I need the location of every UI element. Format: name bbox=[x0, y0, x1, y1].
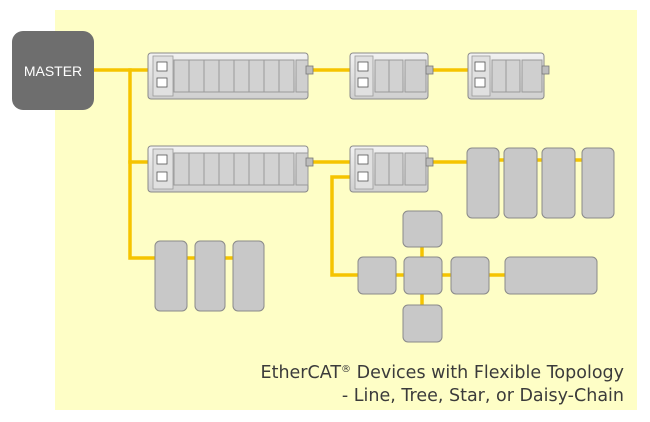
diagram-caption: EtherCAT® Devices with Flexible Topology… bbox=[218, 362, 624, 408]
io-terminal bbox=[263, 59, 280, 93]
caption-line-1: EtherCAT® Devices with Flexible Topology bbox=[218, 362, 624, 385]
rj45-port-icon bbox=[474, 61, 486, 72]
io-terminal bbox=[173, 59, 190, 93]
cable-tree-branch bbox=[128, 160, 157, 260]
master-controller: MASTER bbox=[12, 31, 94, 110]
io-terminal bbox=[218, 152, 235, 186]
io-terminal bbox=[248, 59, 265, 93]
io-terminal bbox=[263, 152, 280, 186]
drive-device bbox=[503, 147, 538, 219]
star-device-bottom bbox=[402, 304, 443, 343]
end-terminal bbox=[295, 59, 309, 93]
drive-device bbox=[194, 240, 226, 312]
caption-line-1-text: Devices with Flexible Topology bbox=[351, 363, 624, 383]
bus-terminal-line1-coupler bbox=[147, 52, 314, 100]
out-port-icon bbox=[425, 65, 434, 75]
drive-device bbox=[581, 147, 615, 219]
out-port-icon bbox=[541, 65, 550, 75]
registered-mark: ® bbox=[341, 364, 352, 375]
master-label: MASTER bbox=[23, 62, 83, 79]
bus-terminal-line1-small-a bbox=[349, 52, 434, 100]
cable-network bbox=[92, 68, 584, 307]
drive-device bbox=[232, 240, 265, 312]
tree-branch-devices bbox=[154, 240, 265, 312]
end-terminal bbox=[404, 59, 427, 93]
star-device-wide bbox=[504, 256, 598, 295]
out-port-icon bbox=[305, 157, 314, 167]
io-terminal bbox=[278, 59, 295, 93]
io-terminal bbox=[203, 152, 220, 186]
bus-terminal-line1-small-b bbox=[467, 52, 550, 100]
io-terminal bbox=[188, 152, 205, 186]
io-terminal bbox=[233, 59, 250, 93]
rj45-port-icon bbox=[156, 61, 168, 72]
io-terminal bbox=[374, 152, 390, 186]
end-terminal bbox=[295, 152, 309, 186]
io-terminal bbox=[278, 152, 295, 186]
io-terminal bbox=[374, 59, 390, 93]
rj45-port-icon bbox=[474, 77, 486, 88]
daisy-chain-devices bbox=[466, 147, 615, 219]
io-terminal bbox=[188, 59, 205, 93]
io-terminal bbox=[505, 59, 521, 93]
io-terminal bbox=[388, 59, 404, 93]
drive-device bbox=[154, 240, 188, 312]
star-device-right bbox=[450, 256, 490, 295]
io-terminal bbox=[491, 59, 507, 93]
io-terminal bbox=[203, 59, 220, 93]
io-terminal bbox=[173, 152, 190, 186]
io-terminal bbox=[248, 152, 265, 186]
out-port-icon bbox=[305, 65, 314, 75]
star-device-left bbox=[357, 256, 397, 295]
star-hub bbox=[403, 256, 443, 295]
rj45-port-icon bbox=[357, 171, 369, 182]
io-terminal bbox=[233, 152, 250, 186]
bus-terminal-line2-small bbox=[349, 145, 434, 193]
end-terminal bbox=[521, 59, 543, 93]
bus-terminal-line2-coupler bbox=[147, 145, 314, 193]
star-topology-devices bbox=[357, 210, 598, 343]
cable-star-drop bbox=[330, 175, 360, 277]
caption-line-2: - Line, Tree, Star, or Daisy-Chain bbox=[341, 386, 624, 406]
rj45-port-icon bbox=[156, 171, 168, 182]
cable-drop-main bbox=[128, 68, 152, 164]
io-terminal bbox=[388, 152, 404, 186]
drive-device bbox=[466, 147, 500, 219]
out-port-icon bbox=[425, 157, 434, 167]
star-device-top bbox=[402, 210, 443, 248]
caption-brand: EtherCAT bbox=[260, 363, 342, 383]
rj45-port-icon bbox=[357, 154, 369, 165]
rj45-port-icon bbox=[357, 77, 369, 88]
drive-device bbox=[541, 147, 576, 219]
rj45-port-icon bbox=[156, 77, 168, 88]
io-terminal bbox=[218, 59, 235, 93]
end-terminal bbox=[404, 152, 427, 186]
rj45-port-icon bbox=[156, 154, 168, 165]
rj45-port-icon bbox=[357, 61, 369, 72]
